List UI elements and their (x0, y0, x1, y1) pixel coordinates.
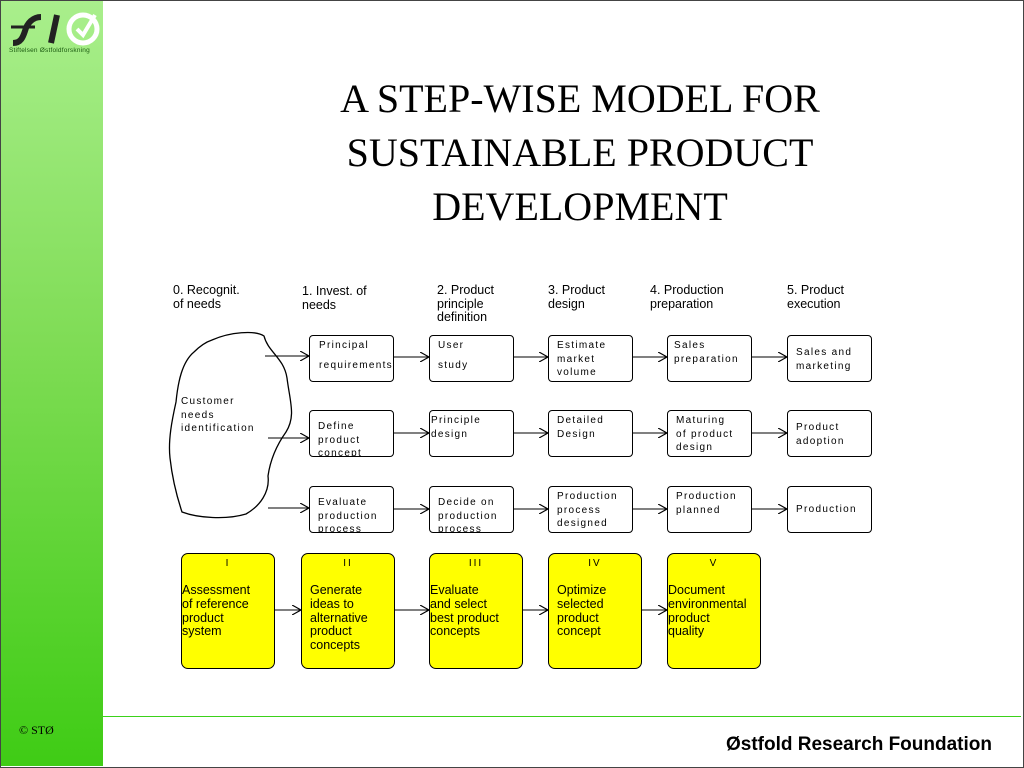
step-number: IV (588, 558, 602, 569)
title-line-3: DEVELOPMENT (432, 184, 728, 229)
box-production-process-designed: Production process designed (548, 486, 633, 533)
box-define-product-concept: Define product concept (309, 410, 394, 457)
footer-divider (103, 716, 1021, 717)
step-box-4: IV Optimize selected product concept (548, 553, 642, 669)
step-box-3: III Evaluate and select best product con… (429, 553, 523, 669)
box-sales-preparation: Sales preparation (667, 335, 752, 382)
step-number: I (225, 558, 231, 569)
title-line-1: A STEP-WISE MODEL FOR (340, 76, 820, 121)
box-user-study: User study (429, 335, 514, 382)
step-number: III (468, 558, 484, 569)
sto-logo (11, 12, 100, 46)
column-header-1: 1. Invest. of needs (302, 284, 367, 312)
box-estimate-market-volume: Estimate market volume (548, 335, 633, 382)
box-product-adoption: Product adoption (787, 410, 872, 457)
column-header-3: 3. Product design (548, 283, 605, 311)
step-text: Optimize selected product concept (557, 583, 607, 639)
column-header-0: 0. Recognit. of needs (173, 283, 240, 311)
column-header-5: 5. Product execution (787, 283, 844, 311)
step-number: V (709, 558, 719, 569)
step-box-5: V Document environmental product quality (667, 553, 761, 669)
step-text: Document environmental product quality (668, 583, 747, 639)
column-header-2: 2. Product principle definition (437, 283, 494, 324)
step-box-1: I Assessment of reference product system (181, 553, 275, 669)
sidebar: Stiftelsen Østfoldforskning © STØ (1, 1, 103, 766)
slide-title: A STEP-WISE MODEL FOR SUSTAINABLE PRODUC… (270, 72, 890, 234)
column-header-4: 4. Production preparation (650, 283, 724, 311)
cloud-label: Customer needs identification (181, 396, 255, 434)
box-production: Production (787, 486, 872, 533)
title-line-2: SUSTAINABLE PRODUCT (346, 130, 814, 175)
box-principal-requirements: Principal requirements (309, 335, 394, 382)
box-sales-and-marketing: Sales and marketing (787, 335, 872, 382)
footer-org: Østfold Research Foundation (725, 734, 992, 755)
step-text: Generate ideas to alternative product co… (310, 583, 368, 653)
step-number: II (343, 558, 353, 569)
box-principle-design: Principle design (429, 410, 514, 457)
box-detailed-design: Detailed Design (548, 410, 633, 457)
step-box-2: II Generate ideas to alternative product… (301, 553, 395, 669)
customer-needs-cloud (168, 331, 293, 519)
logo-caption: Stiftelsen Østfoldforskning (9, 47, 90, 54)
step-text: Evaluate and select best product concept… (430, 583, 499, 639)
box-production-planned: Production planned (667, 486, 752, 533)
box-evaluate-production-process: Evaluate production process (309, 486, 394, 533)
box-decide-production-process: Decide on production process (429, 486, 514, 533)
copyright: © STØ (19, 723, 54, 737)
step-text: Assessment of reference product system (182, 583, 251, 639)
box-maturing-product-design: Maturing of product design (667, 410, 752, 457)
